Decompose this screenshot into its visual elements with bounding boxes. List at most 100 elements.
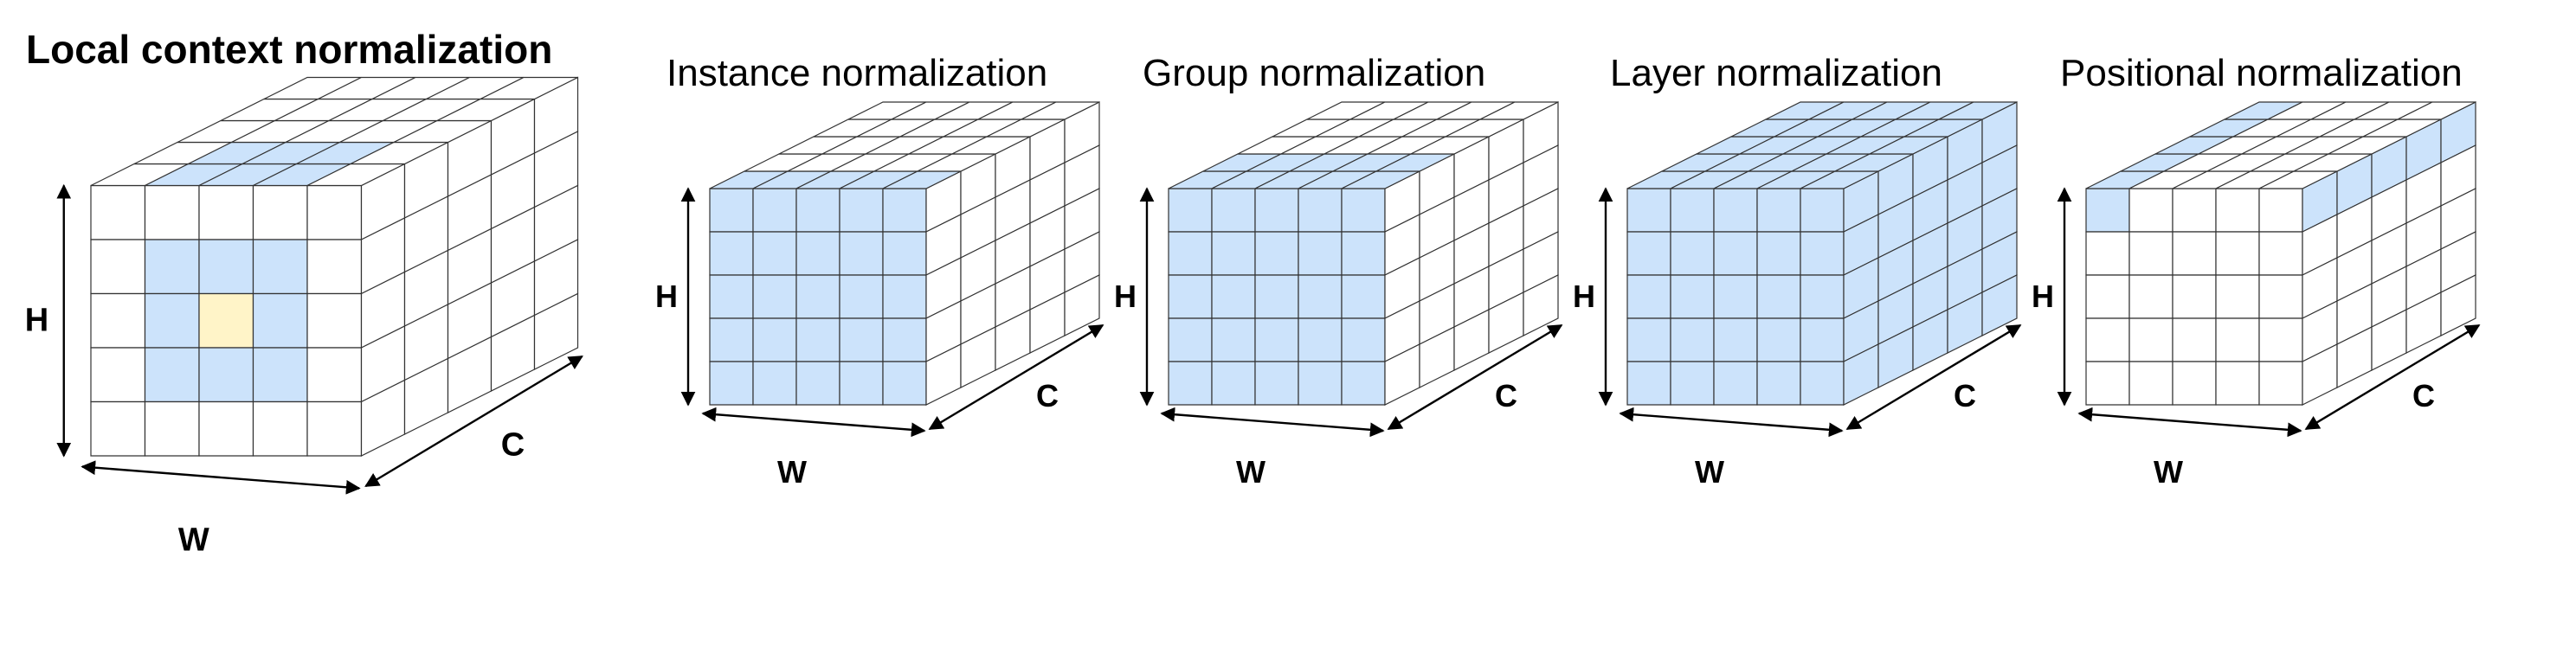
axis-label-c: C <box>1036 378 1059 413</box>
front-face-cell <box>1211 274 1256 319</box>
front-face-cell <box>1756 231 1801 276</box>
front-face-cell <box>90 292 146 349</box>
front-face-cell <box>1168 231 1213 276</box>
cube-diagram <box>1598 101 2022 438</box>
front-face-cell <box>882 274 927 319</box>
top-face-cell <box>480 76 578 100</box>
front-face-cell <box>2215 188 2260 233</box>
front-face-cell <box>1341 361 1386 406</box>
front-face-cell <box>1341 274 1386 319</box>
front-face-cell <box>1670 317 1715 362</box>
front-face-cell <box>1713 231 1758 276</box>
front-face-cell <box>144 400 200 457</box>
front-face-cell <box>795 317 840 362</box>
front-face-cell <box>1626 274 1671 319</box>
front-face-cell <box>144 239 200 295</box>
front-face-cell <box>1800 361 1845 406</box>
front-face-cell <box>90 184 146 240</box>
front-face-cell <box>1298 361 1343 406</box>
axis-label-w: W <box>2154 454 2183 490</box>
axis-label-h: H <box>24 302 49 339</box>
front-face-cell <box>1800 188 1845 233</box>
front-face-cell <box>2215 317 2260 362</box>
side-face-cell <box>1981 274 2018 336</box>
front-face-cell <box>2215 274 2260 319</box>
front-face-cell <box>306 292 363 349</box>
axis-label-h: H <box>655 279 678 314</box>
front-face-cell <box>1254 361 1299 406</box>
front-face-cell <box>752 361 797 406</box>
top-face-cell <box>1021 101 1100 120</box>
front-face-cell <box>1713 188 1758 233</box>
front-face-cell <box>709 274 754 319</box>
front-face-cell <box>1756 361 1801 406</box>
front-face-cell <box>1254 231 1299 276</box>
axis-label-c: C <box>1954 378 1976 413</box>
cube-group <box>1626 101 2018 406</box>
front-face-cell <box>2258 317 2303 362</box>
axis-label-c: C <box>500 426 525 463</box>
front-face-cell <box>882 188 927 233</box>
front-face-cell <box>2128 231 2174 276</box>
panel-title: Group normalization <box>1143 52 1486 94</box>
front-face-cell <box>2172 231 2217 276</box>
front-face-cell <box>752 188 797 233</box>
c-axis-arrow <box>1845 324 2022 431</box>
front-face-cell <box>1670 231 1715 276</box>
w-axis-arrow <box>2077 407 2302 438</box>
front-face-cell <box>2258 231 2303 276</box>
front-face-cell <box>1168 274 1213 319</box>
w-axis-arrow <box>1619 407 1844 438</box>
front-face-cell <box>1254 317 1299 362</box>
front-face-cell <box>1211 317 1256 362</box>
front-face-cell <box>2172 274 2217 319</box>
front-face-cell <box>2128 274 2174 319</box>
axis-label-c: C <box>1495 378 1517 413</box>
cube-group <box>709 101 1100 406</box>
front-face-cell <box>1626 317 1671 362</box>
front-face-cell <box>2258 274 2303 319</box>
cube-group <box>2085 101 2476 406</box>
front-face-cell <box>144 347 200 403</box>
front-face-cell <box>1211 361 1256 406</box>
front-face-cell <box>1254 274 1299 319</box>
panel-title: Local context normalization <box>26 27 553 72</box>
front-face-cell <box>2085 361 2130 406</box>
front-face-cell <box>1713 317 1758 362</box>
front-face-cell <box>2215 361 2260 406</box>
front-face-cell <box>2128 188 2174 233</box>
front-face-cell <box>839 317 884 362</box>
front-face-cell <box>1713 361 1758 406</box>
front-face-cell <box>2215 231 2260 276</box>
front-face-cell <box>1168 361 1213 406</box>
front-face-cell <box>1341 231 1386 276</box>
axis-label-w: W <box>1236 454 1265 490</box>
top-face-cell <box>2397 101 2476 120</box>
front-face-cell <box>2085 231 2130 276</box>
front-face-cell <box>1800 317 1845 362</box>
front-face-cell <box>1626 231 1671 276</box>
front-face-cell <box>882 361 927 406</box>
cube-diagram <box>680 101 1104 438</box>
front-face-cell <box>1756 188 1801 233</box>
axis-label-h: H <box>1573 279 1595 314</box>
front-face-cell <box>2085 188 2130 233</box>
front-face-cell <box>1254 188 1299 233</box>
front-face-cell <box>1670 274 1715 319</box>
front-face-cell <box>1298 231 1343 276</box>
front-face-cell <box>252 347 308 403</box>
front-face-cell <box>252 400 308 457</box>
axis-label-w: W <box>777 454 807 490</box>
front-face-cell <box>90 400 146 457</box>
front-face-cell <box>1168 317 1213 362</box>
front-face-cell <box>1626 188 1671 233</box>
front-face-cell <box>2258 188 2303 233</box>
w-axis-arrow <box>80 460 361 495</box>
front-face-cell <box>1298 188 1343 233</box>
top-face-cell <box>1938 101 2018 120</box>
front-face-cell <box>2258 361 2303 406</box>
front-face-cell <box>1168 188 1213 233</box>
front-face-cell <box>839 231 884 276</box>
front-face-cell <box>709 231 754 276</box>
front-face-cell <box>795 274 840 319</box>
